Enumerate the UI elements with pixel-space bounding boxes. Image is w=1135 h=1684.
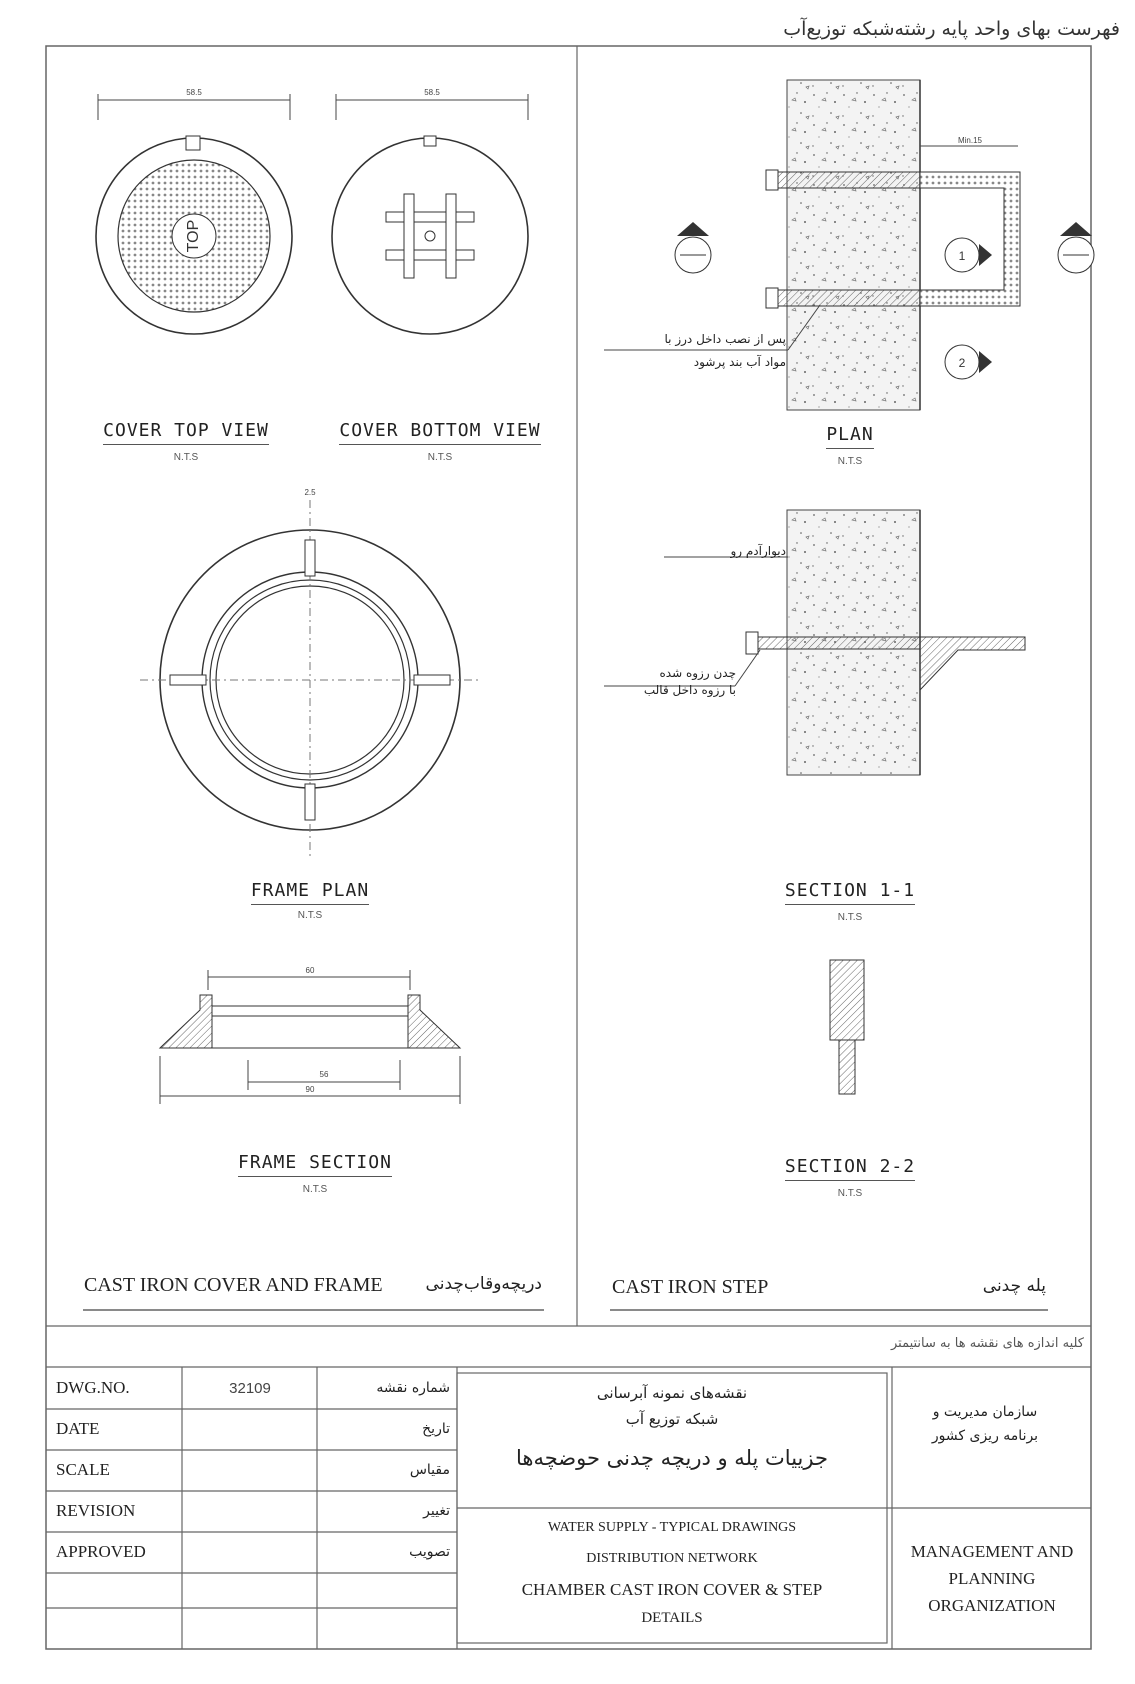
section-2-2-scale: N.T.S <box>837 1188 863 1199</box>
plan-scale: N.T.S <box>837 456 863 467</box>
frame-plan-dim: 2.5 <box>304 488 316 497</box>
revision-label-fa: تغییر <box>423 1503 450 1519</box>
units-note: کلیه اندازه های نقشه ها به سانتیمتر <box>890 1336 1084 1351</box>
frame-section-scale: N.T.S <box>302 1184 328 1195</box>
section-marker-2: 2 <box>944 344 992 380</box>
distribution-network-title: DISTRIBUTION NETWORK <box>586 1551 758 1566</box>
date-label-fa: تاریخ <box>422 1421 450 1437</box>
cover-bottom-view-label: COVER BOTTOM VIEW <box>330 420 550 445</box>
approved-label-fa: تصویب <box>409 1544 450 1560</box>
cover-top-view-scale: N.T.S <box>173 452 199 463</box>
frame-plan-scale: N.T.S <box>297 910 323 921</box>
cover-top-dim: 58.5 <box>186 88 202 97</box>
revision-label: REVISION <box>56 1501 136 1520</box>
svg-text:TOP: TOP <box>185 220 202 253</box>
title-block-grid <box>46 1367 1091 1649</box>
scale-label-fa: مقیاس <box>409 1462 450 1478</box>
left-panel-title-fa: دریچه‌وقاب‌چدنی <box>425 1274 542 1294</box>
dwg-no-label-fa: شماره نقشه <box>376 1380 450 1396</box>
section-1-1-scale: N.T.S <box>837 912 863 923</box>
section-1-1-label: SECTION 1-1 <box>760 880 940 905</box>
approved-label: APPROVED <box>56 1542 146 1561</box>
right-panel-title-en: CAST IRON STEP <box>612 1276 769 1298</box>
frame-plan-drawing <box>140 500 480 860</box>
section-1-1-drawing <box>604 509 1026 776</box>
water-supply-title: WATER SUPPLY - TYPICAL DRAWINGS <box>547 1520 797 1535</box>
frame-section-dim-top: 60 <box>305 966 315 975</box>
frame-section-dim-outer: 90 <box>305 1085 315 1094</box>
org-name-en: MANAGEMENT AND PLANNING ORGANIZATION <box>910 1542 1074 1615</box>
section-2-2-label: SECTION 2-2 <box>760 1156 940 1181</box>
cover-bottom-dim: 58.5 <box>424 88 440 97</box>
chamber-title: CHAMBER CAST IRON COVER & STEP <box>521 1580 823 1599</box>
frame-section-dim-inner: 56 <box>319 1070 329 1079</box>
right-panel-title-fa: پله چدنی <box>982 1276 1046 1296</box>
sheet-border <box>45 45 1092 1650</box>
network-fa: شبکه توزیع آب <box>625 1410 719 1428</box>
org-name-fa: سازمان مدیریت و برنامه ریزی کشور <box>931 1404 1039 1444</box>
section-marker-left <box>674 222 712 274</box>
left-panel-title-en: CAST IRON COVER AND FRAME <box>84 1274 383 1296</box>
frame-plan-label: FRAME PLAN <box>210 880 410 905</box>
cover-bottom-view-scale: N.T.S <box>427 452 453 463</box>
dwg-no-label: DWG.NO. <box>56 1378 130 1397</box>
date-label: DATE <box>56 1419 100 1438</box>
svg-text:2: 2 <box>959 356 966 370</box>
section-2-2-drawing <box>829 959 865 1095</box>
plan-label: PLAN <box>770 424 930 449</box>
frame-section-label: FRAME SECTION <box>200 1152 430 1177</box>
frame-section-drawing <box>158 970 462 1104</box>
section-marker-right <box>1057 222 1095 274</box>
sheet-header-title: فهرست بهای واحد پایه رشته‌شبکه توزیع‌آب <box>783 18 1120 40</box>
cover-bottom-view-drawing <box>331 94 529 335</box>
details-title: DETAILS <box>641 1610 703 1626</box>
step-plan-drawing: 1 2 <box>604 79 1095 411</box>
scale-label: SCALE <box>56 1460 110 1479</box>
section-marker-1: 1 <box>944 237 992 273</box>
drawing-title-fa: جزییات پله و دریچه چدنی حوضچه‌ها <box>516 1446 828 1470</box>
cover-top-view-drawing: TOP <box>95 94 293 335</box>
manhole-wall-note: دیوارآدم رو <box>730 544 786 558</box>
threaded-iron-note: چدن رزوه شده با رزوه داخل قالب <box>643 666 736 697</box>
dwg-no-value: 32109 <box>229 1380 271 1397</box>
svg-text:1: 1 <box>959 249 966 263</box>
drawing-series-fa: نقشه‌های نمونه آبرسانی <box>596 1384 748 1402</box>
plan-note: پس از نصب داخل درز با مواد آب بند پرشود <box>664 332 786 369</box>
cover-top-view-label: COVER TOP VIEW <box>86 420 286 445</box>
plan-min-dim: Min.15 <box>957 136 982 145</box>
